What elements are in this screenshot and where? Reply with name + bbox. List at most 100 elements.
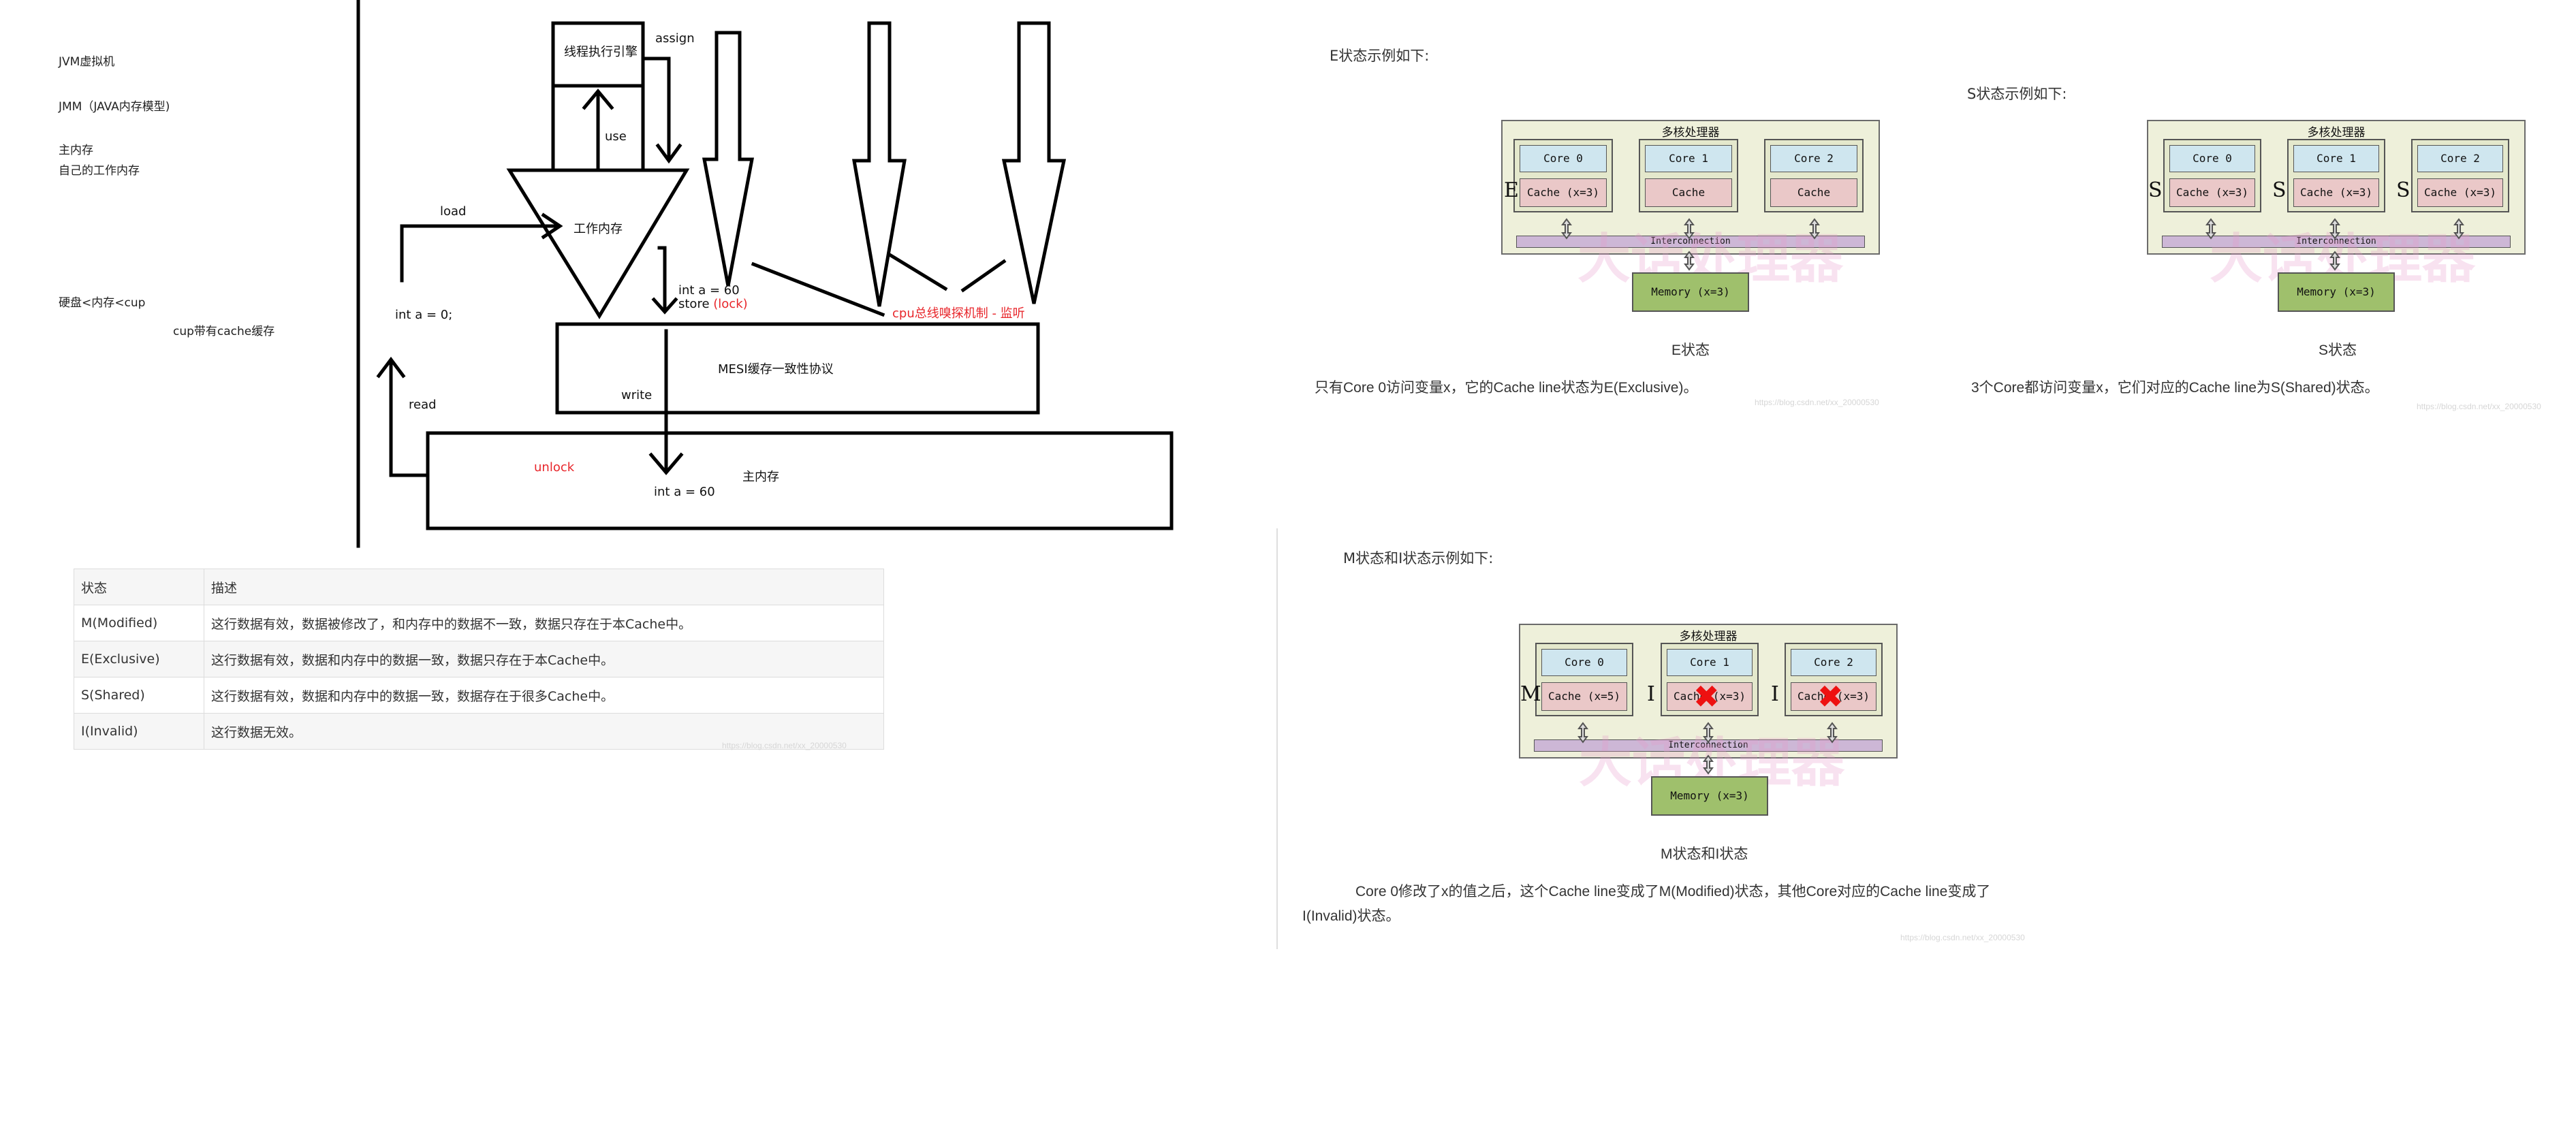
interconnection-bar: Interconnection (1516, 236, 1865, 248)
table-cell-state: E(Exclusive) (74, 641, 204, 677)
core-1-box: Core 1 Cache (x=3) (1661, 643, 1759, 716)
core-2-label: Core 2 (1791, 649, 1876, 676)
core-2-label: Core 2 (1770, 145, 1857, 172)
table-row: I(Invalid) 这行数据无效。 (74, 713, 884, 750)
core-2-cache: Cache (1770, 178, 1857, 207)
bus-sniff-label: cpu总线嗅探机制 - 监听 (892, 306, 1025, 321)
table-watermark-url: https://blog.csdn.net/xx_20000530 (722, 741, 847, 750)
core-1-cache: Cache (x=3) (1667, 682, 1753, 711)
s-state-letter-core-2: S (2396, 178, 2410, 202)
table-cell-description: 这行数据有效，数据被修改了，和内存中的数据不一致，数据只存在于本Cache中。 (204, 605, 884, 641)
section-divider (1276, 528, 1278, 949)
e-state-heading: E状态示例如下: (1330, 48, 1430, 64)
core-1-label: Core 1 (1667, 649, 1753, 676)
s-state-description: 3个Core都访问变量x，它们对应的Cache line为S(Shared)状态… (1971, 380, 2379, 396)
mi-state-description-line-1: Core 0修改了x的值之后，这个Cache line变成了M(Modified… (1355, 884, 1991, 899)
main-memory-box-label: 主内存 (742, 470, 779, 484)
processor-title: 多核处理器 (2307, 126, 2366, 140)
core-0-box: Core 0 Cache (x=5) (1535, 643, 1633, 716)
e-state-letter: E (1504, 178, 1519, 202)
assign-label: assign (655, 31, 695, 46)
e-state-description: 只有Core 0访问变量x，它的Cache line状态为E(Exclusive… (1315, 380, 1698, 396)
core-0-box: Core 0 Cache (x=3) (1513, 139, 1613, 212)
table-cell-description: 这行数据无效。 (204, 713, 884, 750)
engine-box (551, 21, 645, 88)
table-cell-state: S(Shared) (74, 677, 204, 714)
note-own-work-memory: 自己的工作内存 (59, 164, 140, 178)
mesi-box (555, 322, 1040, 415)
note-cpu-cache: cup带有cache缓存 (173, 325, 275, 338)
int-a-sixty-top-label: int a = 60 (678, 283, 740, 298)
table-header-description: 描述 (204, 569, 884, 605)
core-2-box: Core 2 Cache (1764, 139, 1864, 212)
core-1-cache: Cache (x=3) (2293, 178, 2379, 207)
core-2-box: Core 2 Cache (x=3) (1785, 643, 1883, 716)
int-a-sixty-bottom-label: int a = 60 (654, 485, 715, 499)
note-jvm: JVM虚拟机 (59, 55, 115, 69)
note-main-memory: 主内存 (59, 144, 93, 157)
mi-state-caption: M状态和I状态 (1661, 846, 1748, 862)
int-a-zero-label: int a = 0; (395, 308, 453, 322)
mi-state-letter-core-1: I (1647, 682, 1655, 706)
engine-label: 线程执行引擎 (564, 45, 638, 59)
table-cell-state: I(Invalid) (74, 713, 204, 750)
memory-box: Memory (x=3) (1651, 776, 1768, 816)
table-row: M(Modified) 这行数据有效，数据被修改了，和内存中的数据不一致，数据只… (74, 605, 884, 641)
load-label: load (440, 204, 467, 219)
use-label: use (605, 129, 627, 144)
e-state-caption: E状态 (1671, 342, 1710, 358)
table-row: E(Exclusive) 这行数据有效，数据和内存中的数据一致，数据只存在于本C… (74, 641, 884, 677)
store-label: store (lock) (678, 297, 748, 311)
mi-state-letter-core-0: M (1520, 682, 1541, 706)
note-jmm: JMM（JAVA内存模型) (59, 100, 170, 114)
e-state-watermark-url: https://blog.csdn.net/xx_20000530 (1755, 398, 1879, 407)
hollow-arrow-3 (1001, 21, 1067, 304)
hollow-arrow-1 (702, 31, 755, 287)
core-2-cache: Cache (x=3) (2417, 178, 2503, 207)
s-state-letter-core-1: S (2272, 178, 2287, 202)
processor-title: 多核处理器 (1679, 630, 1738, 643)
core-0-label: Core 0 (2169, 145, 2255, 172)
mi-state-description-line-2: I(Invalid)状态。 (1302, 908, 1400, 924)
core-1-label: Core 1 (2293, 145, 2379, 172)
s-state-watermark-url: https://blog.csdn.net/xx_20000530 (2417, 402, 2541, 411)
processor-title: 多核处理器 (1661, 126, 1720, 140)
memory-box: Memory (x=3) (2278, 272, 2395, 312)
s-state-heading: S状态示例如下: (1967, 86, 2067, 102)
memory-box: Memory (x=3) (1632, 272, 1749, 312)
main-memory-box (426, 431, 1174, 530)
core-2-label: Core 2 (2417, 145, 2503, 172)
work-memory-label: 工作内存 (574, 222, 623, 236)
core-0-cache: Cache (x=3) (2169, 178, 2255, 207)
core-1-label: Core 1 (1645, 145, 1732, 172)
mi-state-letter-core-2: I (1771, 682, 1779, 706)
table-cell-description: 这行数据有效，数据和内存中的数据一致，数据存在于很多Cache中。 (204, 677, 884, 714)
jmm-diagram (356, 0, 1174, 548)
core-1-box: Core 1 Cache (1639, 139, 1738, 212)
table-header-state: 状态 (74, 569, 204, 605)
mi-state-watermark-url: https://blog.csdn.net/xx_20000530 (1900, 933, 2025, 942)
core-0-label: Core 0 (1520, 145, 1607, 172)
s-state-caption: S状态 (2319, 342, 2357, 358)
core-0-cache: Cache (x=5) (1541, 682, 1627, 711)
invalid-x-icon: ✖ (1817, 679, 1844, 714)
mesi-box-label: MESI缓存一致性协议 (718, 362, 834, 377)
core-0-label: Core 0 (1541, 649, 1627, 676)
table-cell-state: M(Modified) (74, 605, 204, 641)
work-memory-triangle (506, 168, 690, 319)
mesi-state-table: 状态 描述 M(Modified) 这行数据有效，数据被修改了，和内存中的数据不… (74, 569, 884, 750)
core-1-cache: Cache (1645, 178, 1732, 207)
unlock-label: unlock (534, 460, 575, 475)
core-0-box: Core 0 Cache (x=3) (2163, 139, 2261, 212)
core-2-cache: Cache (x=3) (1791, 682, 1876, 711)
core-0-cache: Cache (x=3) (1520, 178, 1607, 207)
note-speed-order: 硬盘<内存<cup (59, 296, 146, 310)
write-label: write (621, 388, 653, 402)
invalid-x-icon: ✖ (1693, 679, 1720, 714)
core-2-box: Core 2 Cache (x=3) (2411, 139, 2509, 212)
table-header-row: 状态 描述 (74, 569, 884, 605)
s-state-letter-core-0: S (2148, 178, 2163, 202)
table-cell-description: 这行数据有效，数据和内存中的数据一致，数据只存在于本Cache中。 (204, 641, 884, 677)
lock-label: (lock) (713, 297, 748, 311)
table-row: S(Shared) 这行数据有效，数据和内存中的数据一致，数据存在于很多Cach… (74, 677, 884, 714)
